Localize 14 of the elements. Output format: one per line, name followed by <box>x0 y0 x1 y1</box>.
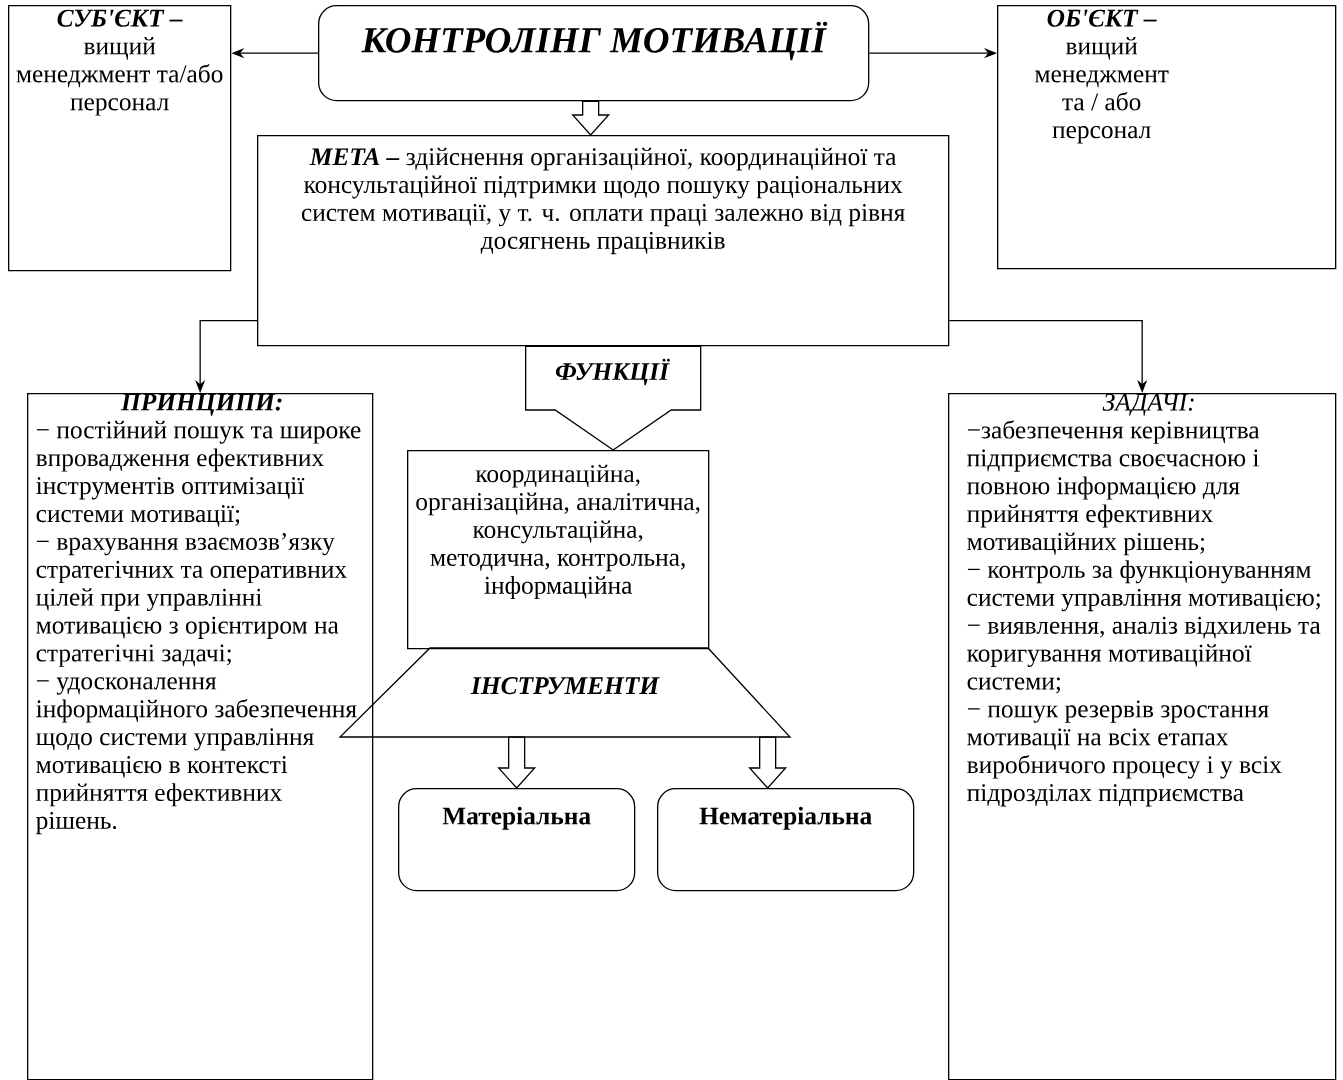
hollow-arrow <box>571 100 611 136</box>
principles-box: ПРИНЦИПИ: − постійний пошук та широке впровадження ефективних інструментів оптимізації системи мотивації; − врахування взаємозв’язку стратегічних та оперативних цілей при управлінні мотивацією з орієнтиром на стратегічні задачі; − удосконалення інформаційного забезпечення щодо системи управління мотивацією в контексті прийняття ефективних рішень. <box>27 393 374 1080</box>
functions-box: координаційна, організаційна, аналітична, консультаційна, методична, контрольна, інформаційна <box>407 450 710 650</box>
title-box: КОНТРОЛІНГ МОТИВАЦІЇ <box>318 5 870 102</box>
edge-label: ФУНКЦІЇ <box>555 358 670 386</box>
object-box: ОБ'ЄКТ – вищий менеджмент та / або персонал <box>997 5 1337 270</box>
hollow-arrow <box>748 736 788 789</box>
rounded-box: Нематеріальна <box>657 788 915 892</box>
hollow-arrow <box>497 736 537 789</box>
subject-box: СУБ'ЄКТ – вищий менеджмент та/або персонал <box>8 5 232 272</box>
goal-box: МЕТА – здійснення організаційної, координаційної та консультаційної підтримки щодо пошуку раціональних систем мотивації, у т. ч. оплати праці залежно від рівня досягнень працівників <box>257 135 950 347</box>
hollow-arrow <box>525 345 702 451</box>
tasks-box: ЗАДАЧІ: −забезпечення керівництва підприємства своєчасною і повною інформацією для прийняття ефективних мотиваційних рішень; − контроль за функціонуванням системи управління мотивацією; − виявлення, аналіз відхилень та коригування мотиваційної системи; − пошук резервів зростання мотивації на всіх етапах виробничого процесу і у всіх підрозділах підприємства <box>948 393 1337 1080</box>
rounded-box: Матеріальна <box>398 788 636 892</box>
